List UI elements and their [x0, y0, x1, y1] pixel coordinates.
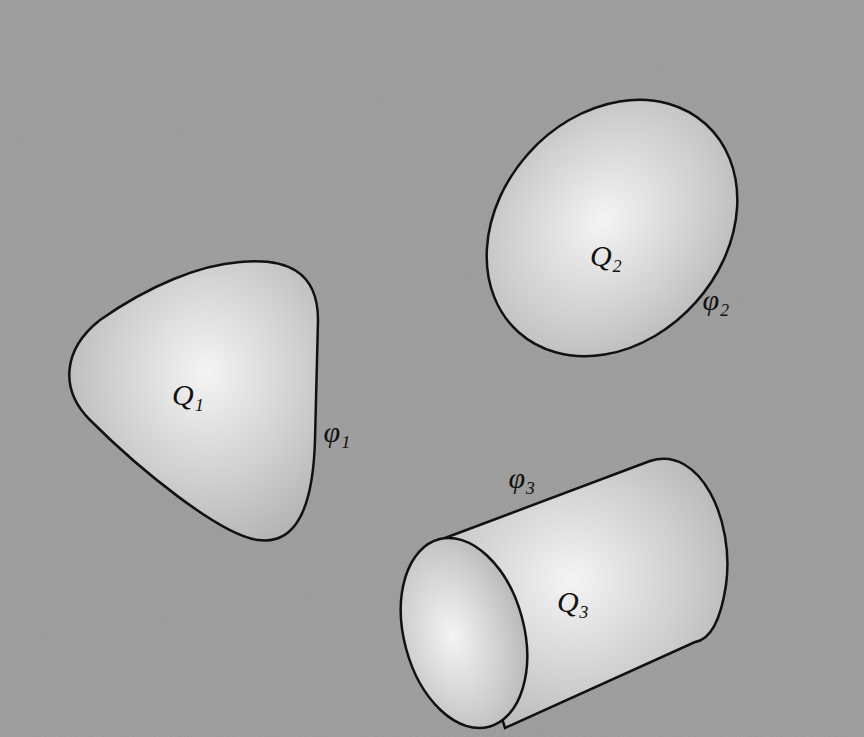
conductor: Q₃ φ₃ — [395, 450, 740, 735]
conductor-body — [69, 261, 318, 540]
charge-label: Q₃ — [557, 587, 589, 617]
conductor: Q₁ φ₁ — [55, 250, 355, 550]
charge-label: Q₁ — [172, 380, 204, 410]
conductor-outline — [55, 250, 355, 550]
conductor-outline — [470, 95, 760, 365]
potential-label: φ₂ — [702, 285, 729, 315]
conductor: Q₂ φ₂ — [470, 95, 760, 365]
charge-label: Q₂ — [590, 241, 622, 271]
conductor-body — [381, 524, 547, 737]
potential-label: φ₃ — [508, 463, 535, 493]
potential-label: φ₁ — [323, 417, 350, 447]
conductor-body — [435, 49, 789, 407]
